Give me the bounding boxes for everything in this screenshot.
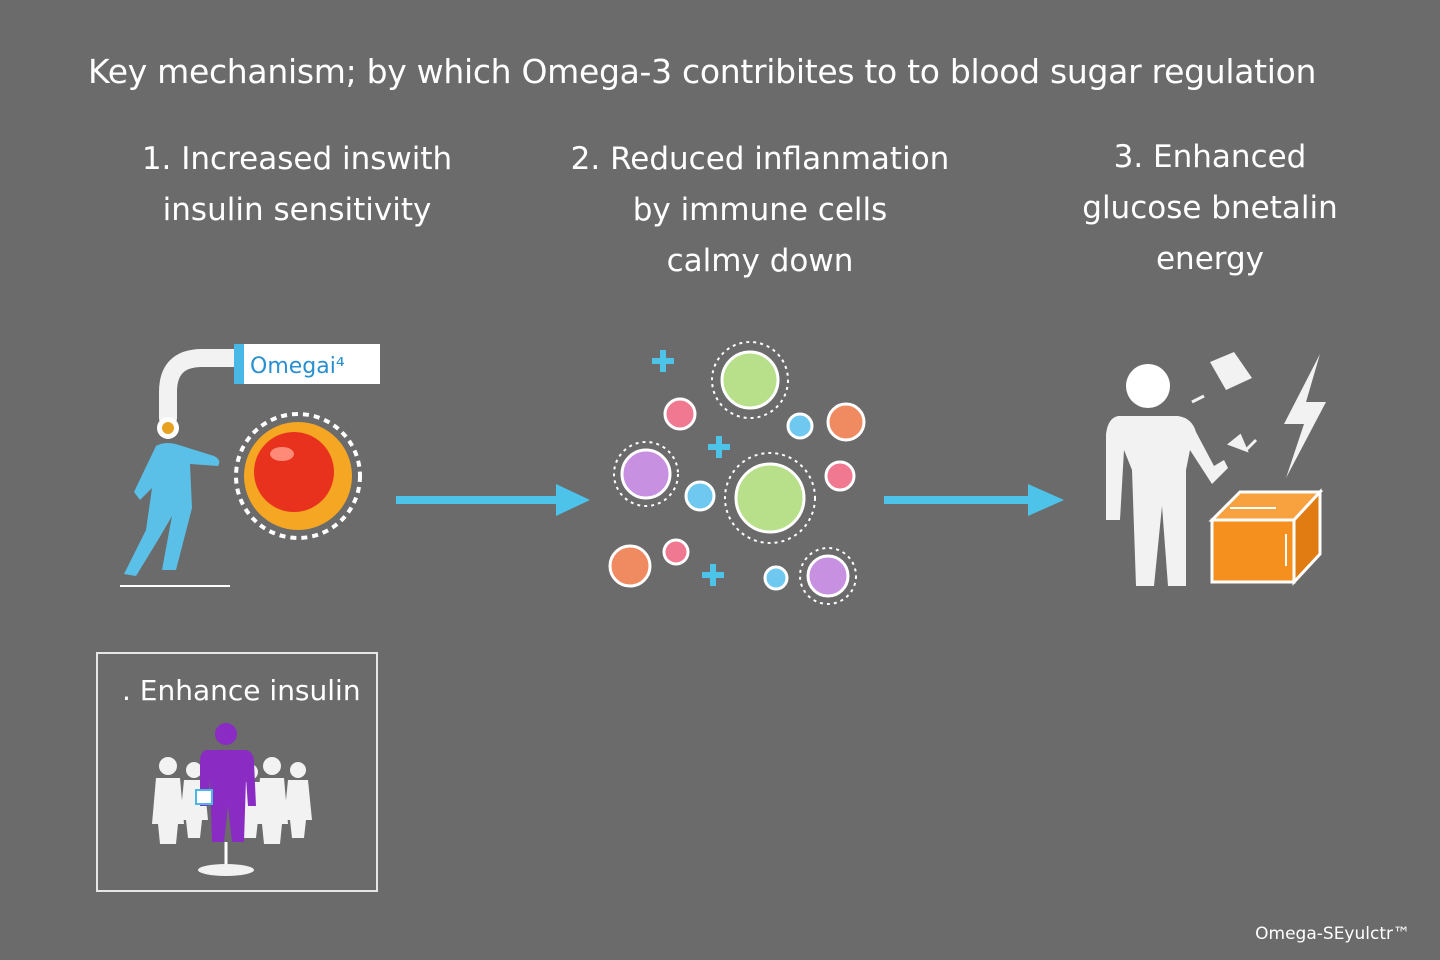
sugar-cube-icon	[1210, 352, 1252, 390]
immune-cell-icon	[684, 412, 814, 591]
step-3-line-3: energy	[1155, 241, 1264, 277]
step-3-line-1: 3. Enhanced	[1113, 139, 1307, 175]
step-2-line-3: calmy down	[666, 243, 854, 279]
arrow-2-icon	[884, 484, 1064, 516]
watermark-text: Omega-SEyulctr™	[1255, 924, 1410, 944]
page-title: Key mechanism; by which Omega-3 contribi…	[88, 52, 1317, 91]
step-3-caption: 3. Enhanced glucose bnetalin energy	[1040, 132, 1380, 285]
podium-icon	[198, 864, 254, 876]
immune-cell-icon	[608, 402, 866, 588]
bag-icon	[195, 789, 213, 805]
glucose-energy-illustration	[1106, 352, 1326, 586]
purple-person-icon	[200, 723, 256, 842]
immune-cell-icon	[620, 448, 850, 598]
step-1-line-2: insulin sensitivity	[162, 192, 432, 228]
plus-icon	[652, 350, 730, 586]
red-cell-icon	[234, 412, 362, 540]
capsule-tube-icon	[159, 349, 247, 427]
immune-cell-icon	[720, 350, 806, 534]
immune-cells-illustration	[608, 341, 866, 605]
step-3-line-2: glucose bnetalin	[1082, 190, 1338, 226]
step-1-caption: 1. Increased inswith insulin sensitivity	[112, 134, 482, 236]
panel-label: . Enhance insulin	[122, 674, 361, 707]
step-2-line-1: 2. Reduced inflanmation	[570, 141, 950, 177]
capsule-label: Omegai⁴	[250, 354, 345, 379]
lightning-icon	[1284, 354, 1326, 478]
insulin-sensitivity-illustration: Omegai⁴	[120, 344, 380, 587]
omega-capsule-icon	[234, 344, 380, 384]
step-2-caption: 2. Reduced inflanmation by immune cells …	[560, 134, 960, 287]
enhance-insulin-panel: . Enhance insulin	[96, 652, 378, 892]
person-pushing-icon	[124, 443, 220, 576]
arrow-1-icon	[396, 484, 590, 516]
immune-cell-icon	[662, 397, 856, 566]
person-head-icon	[1126, 364, 1170, 408]
step-2-line-2: by immune cells	[632, 192, 888, 228]
standing-person-icon	[1106, 416, 1228, 586]
energy-crate-icon	[1208, 488, 1324, 586]
step-1-line-1: 1. Increased inswith	[141, 141, 453, 177]
group-of-people-illustration	[152, 723, 312, 876]
